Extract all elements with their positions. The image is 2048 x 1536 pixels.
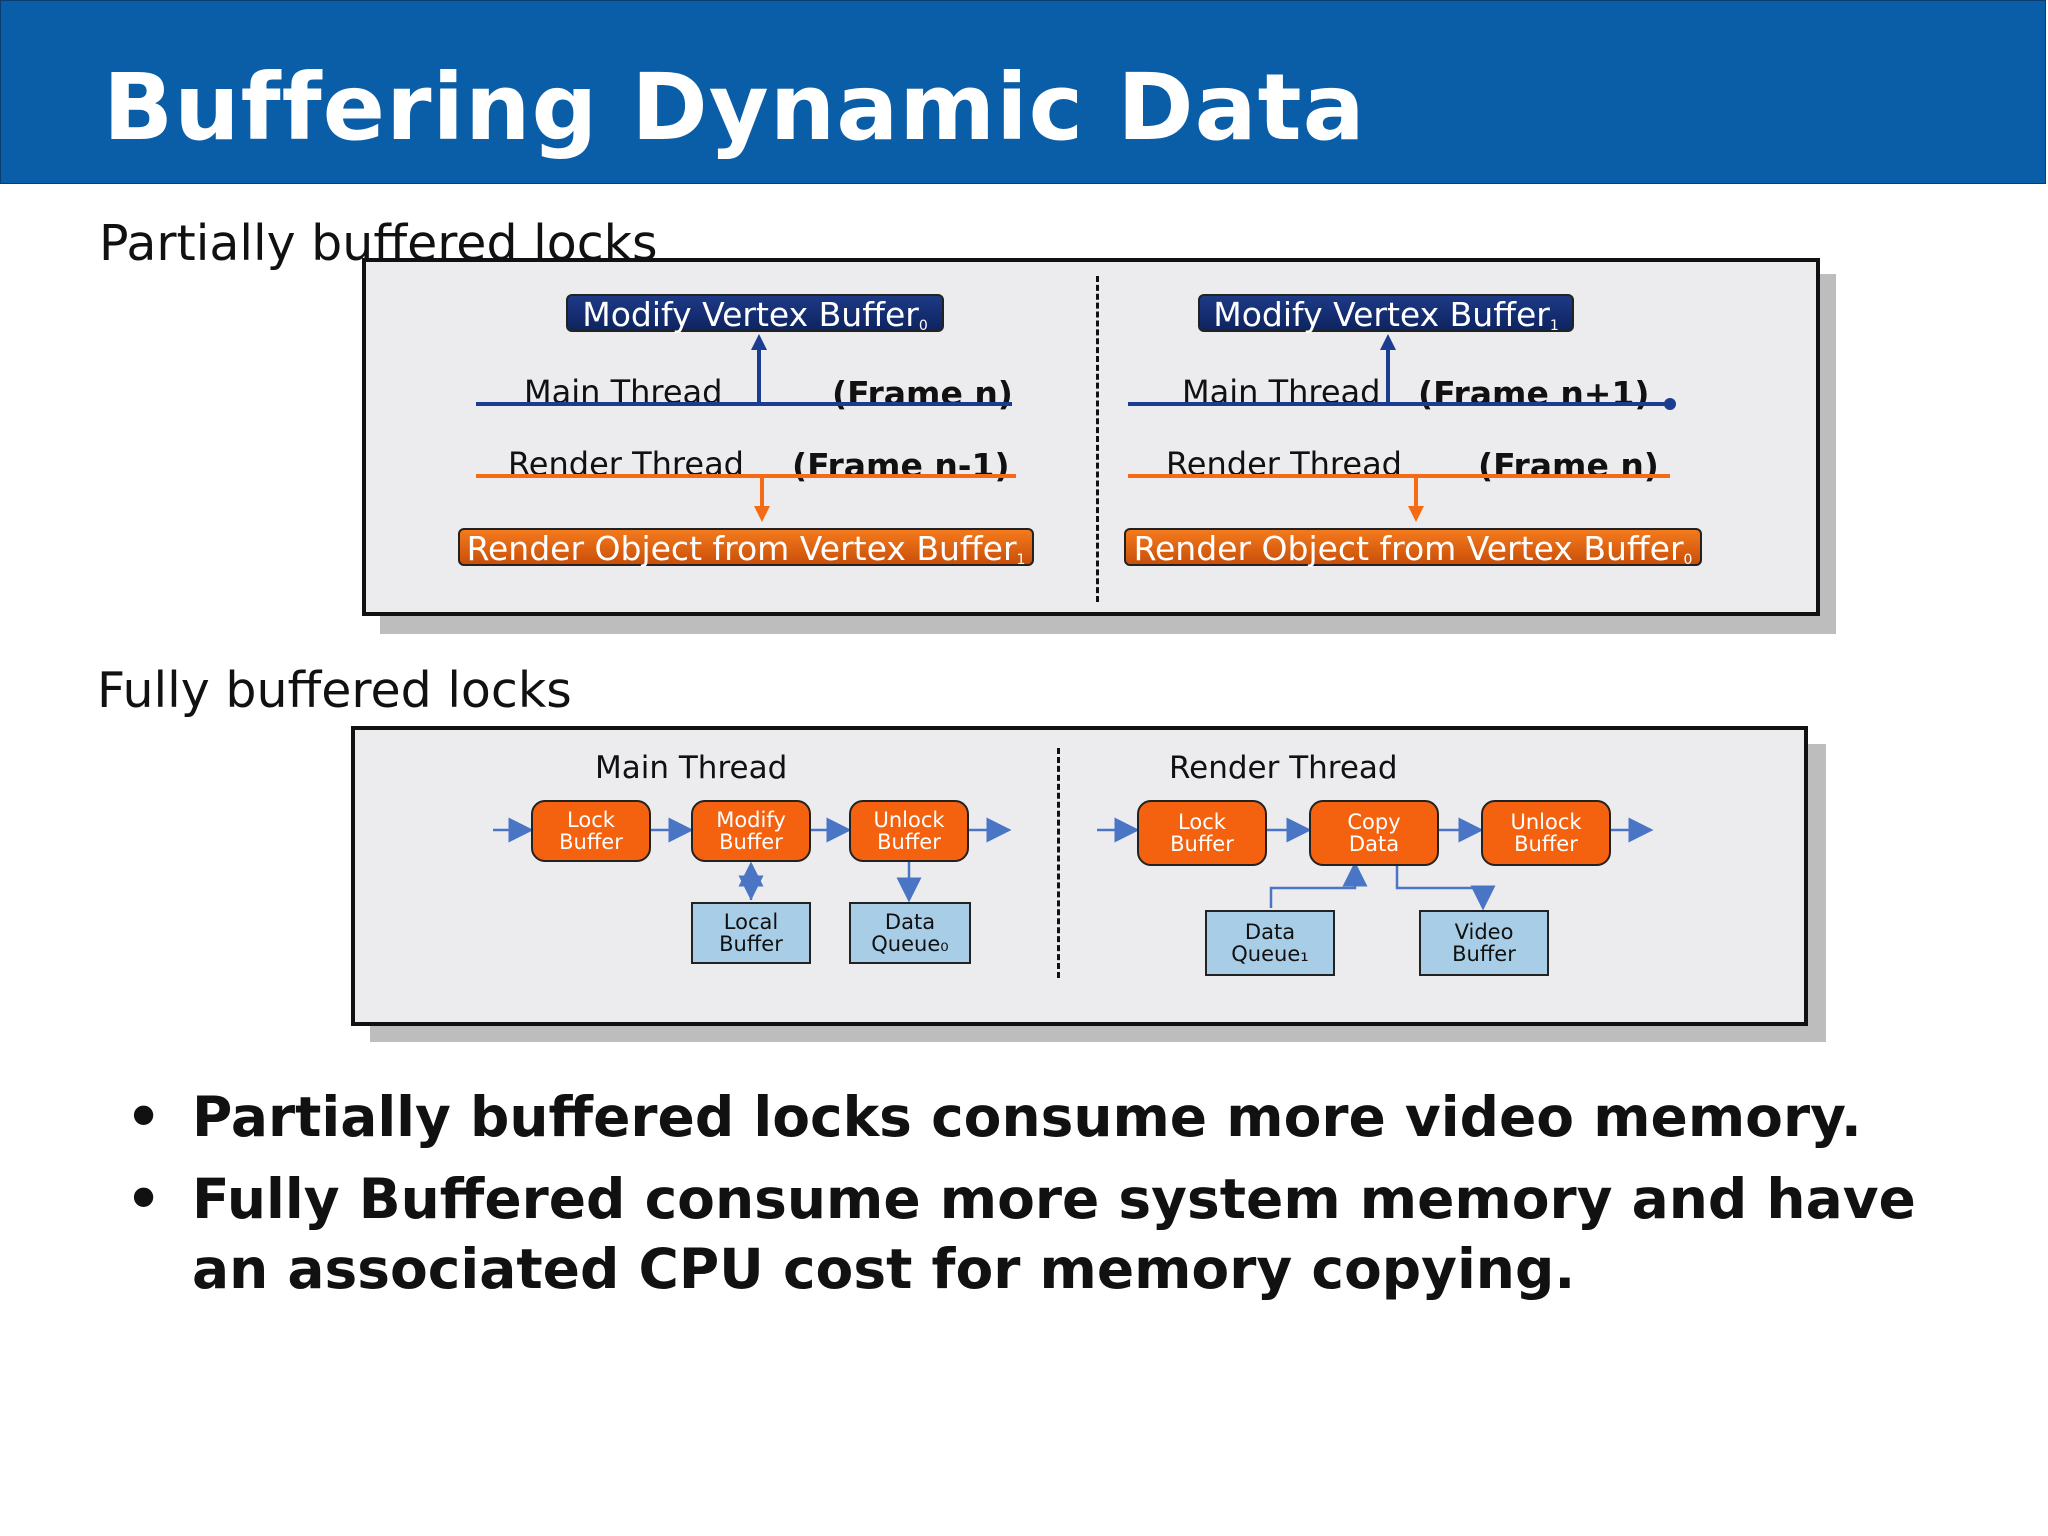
- bullet-text: Partially buffered locks consume more vi…: [192, 1085, 1862, 1149]
- local-line2: Buffer: [719, 932, 783, 956]
- modify-vertex-buffer-1: Modify Vertex Buffer1: [1198, 294, 1574, 334]
- bullet-dot-icon: •: [126, 1167, 162, 1231]
- bullet-item: • Partially buffered locks consume more …: [126, 1082, 1986, 1152]
- queue1-line2: Queue₁: [1231, 942, 1309, 966]
- modify-sub-right: 1: [1549, 318, 1559, 334]
- copy-line1: Copy: [1347, 810, 1401, 834]
- queue0-line1: Data: [884, 910, 936, 934]
- copy-line2: Data: [1348, 832, 1400, 856]
- render-frame-right: (Frame n): [1478, 446, 1659, 485]
- bullet-list: • Partially buffered locks consume more …: [126, 1082, 1986, 1316]
- main-lock-line2: Buffer: [559, 830, 623, 854]
- render-arrow-shaft-left: [760, 476, 764, 508]
- main-thread-label-left: Main Thread: [524, 373, 723, 411]
- main-modify-line2: Buffer: [719, 830, 783, 854]
- render-thread-label-left: Render Thread: [508, 445, 744, 483]
- full-main-thread-heading: Main Thread: [595, 750, 788, 786]
- full-section-label: Fully buffered locks: [97, 662, 572, 719]
- render-object-vertex-buffer-0: Render Object from Vertex Buffer0: [1124, 528, 1702, 568]
- arrow-down-icon: [1408, 506, 1424, 522]
- render-lock-line2: Buffer: [1170, 832, 1234, 856]
- render-lock-line1: Lock: [1178, 810, 1226, 834]
- main-arrow-shaft-right: [1386, 348, 1390, 406]
- main-thread-line-left: [476, 402, 1012, 406]
- main-modify-line1: Modify: [716, 808, 786, 832]
- line-end-dot-icon: [1664, 398, 1676, 410]
- main-lock-line1: Lock: [567, 808, 615, 832]
- render-thread-line-left: [476, 474, 1016, 478]
- main-unlock-line2: Buffer: [877, 830, 941, 854]
- video-line1: Video: [1454, 920, 1514, 944]
- modify-vertex-buffer-0: Modify Vertex Buffer0: [566, 294, 944, 334]
- arrow-up-icon: [751, 334, 767, 350]
- main-thread-line-right: [1128, 402, 1672, 406]
- render-arrow-shaft-right: [1414, 476, 1418, 508]
- bullet-item: • Fully Buffered consume more system mem…: [126, 1164, 1986, 1304]
- arrow-down-icon: [754, 506, 770, 522]
- queue0-line2: Queue₀: [871, 932, 949, 956]
- main-frame-left: (Frame n): [832, 374, 1013, 413]
- bullet-dot-icon: •: [126, 1085, 162, 1149]
- render-obj-label-right: Render Object from Vertex Buffer: [1133, 529, 1684, 568]
- render-thread-line-right: [1128, 474, 1670, 478]
- main-unlock-line1: Unlock: [873, 808, 945, 832]
- render-obj-label-left: Render Object from Vertex Buffer: [466, 529, 1017, 568]
- main-thread-label-right: Main Thread: [1182, 373, 1381, 411]
- queue1-line1: Data: [1244, 920, 1296, 944]
- full-divider: [1057, 748, 1060, 978]
- partial-divider: [1096, 276, 1099, 602]
- modify-label-left: Modify Vertex Buffer: [582, 295, 919, 334]
- slide-title: Buffering Dynamic Data: [103, 54, 1366, 161]
- render-obj-sub-left: 1: [1016, 552, 1026, 568]
- main-frame-right: (Frame n+1): [1418, 374, 1650, 413]
- modify-sub-left: 0: [918, 318, 928, 334]
- main-arrow-shaft-left: [757, 348, 761, 406]
- render-unlock-line1: Unlock: [1510, 810, 1582, 834]
- video-line2: Buffer: [1452, 942, 1516, 966]
- render-unlock-line2: Buffer: [1514, 832, 1578, 856]
- render-object-vertex-buffer-1: Render Object from Vertex Buffer1: [458, 528, 1034, 568]
- partial-diagram-panel: Modify Vertex Buffer0 Main Thread (Frame…: [362, 258, 1820, 616]
- render-thread-label-right: Render Thread: [1166, 445, 1402, 483]
- title-bar: Buffering Dynamic Data: [0, 0, 2046, 184]
- render-obj-sub-right: 0: [1683, 552, 1693, 568]
- arrow-up-icon: [1380, 334, 1396, 350]
- local-line1: Local: [723, 910, 779, 934]
- modify-label-right: Modify Vertex Buffer: [1213, 295, 1550, 334]
- full-render-thread-heading: Render Thread: [1169, 750, 1398, 786]
- bullet-text: Fully Buffered consume more system memor…: [192, 1167, 1916, 1301]
- full-connectors: [493, 817, 1654, 911]
- render-frame-left: (Frame n-1): [792, 446, 1010, 485]
